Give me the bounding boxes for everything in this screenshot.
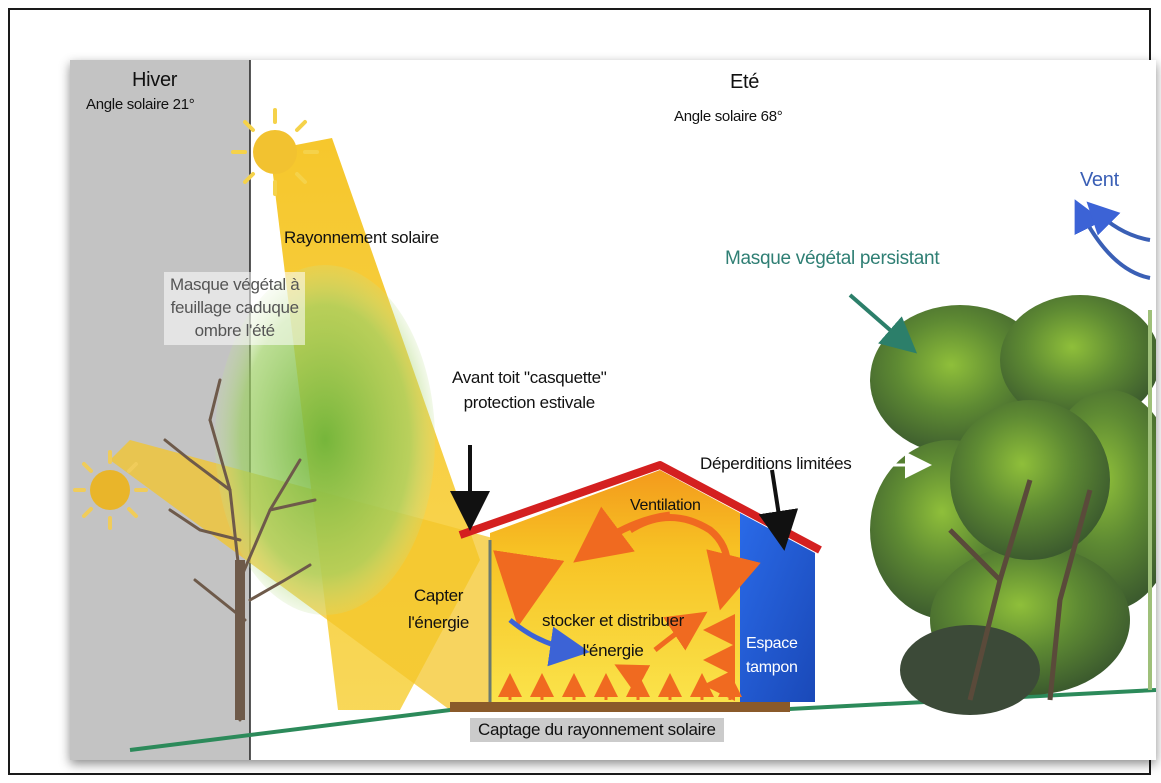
- cold-air-arrow: [508, 618, 590, 667]
- deciduous-tree: [163, 265, 435, 722]
- buffer-space-label: Espace tampon: [746, 635, 798, 676]
- winter-angle: Angle solaire 21°: [86, 96, 195, 113]
- ventilation-arrow-left: [573, 506, 671, 563]
- house-foundation: [450, 702, 790, 712]
- solar-radiation-label: Rayonnement solaire: [284, 228, 439, 247]
- wind-arrow-2: [1086, 201, 1151, 242]
- sun-winter-icon: [73, 450, 148, 530]
- roof-overhang-label: Avant toit "casquette" protection estiva…: [452, 368, 607, 412]
- wind-arrow-1: [1074, 199, 1151, 280]
- ventilation-label: Ventilation: [630, 497, 701, 514]
- evergreen-mask-label: Masque végétal persistant: [725, 248, 940, 269]
- evergreen-pointer-arrow: [848, 293, 918, 354]
- cool-air-arrow: [493, 550, 565, 627]
- bioclimatic-house-diagram: [70, 60, 1156, 760]
- diagram-scene: Hiver Angle solaire 21° Eté Angle solair…: [70, 60, 1156, 760]
- summer-angle: Angle solaire 68°: [674, 108, 783, 125]
- losses-label: Déperditions limitées: [700, 454, 852, 473]
- summer-title: Eté: [730, 71, 760, 93]
- store-distribute-label: stocker et distribuer l'énergie: [542, 611, 685, 660]
- wind-label: Vent: [1080, 169, 1119, 191]
- floor-heat-arrows: [498, 673, 742, 700]
- evergreen-trees: [870, 295, 1156, 715]
- solar-capture-label: Captage du rayonnement solaire: [470, 718, 724, 743]
- capture-energy-label: Capter l'énergie: [408, 586, 470, 633]
- distribute-arrow: [653, 611, 708, 652]
- deciduous-mask-label: Masque végétal à feuillage caduque ombre…: [164, 272, 306, 345]
- winter-title: Hiver: [132, 69, 178, 91]
- figure-frame: Hiver Angle solaire 21° Eté Angle solair…: [8, 8, 1156, 775]
- sun-summer-icon: [231, 108, 319, 196]
- buffer-pointer-arrow: [758, 469, 799, 551]
